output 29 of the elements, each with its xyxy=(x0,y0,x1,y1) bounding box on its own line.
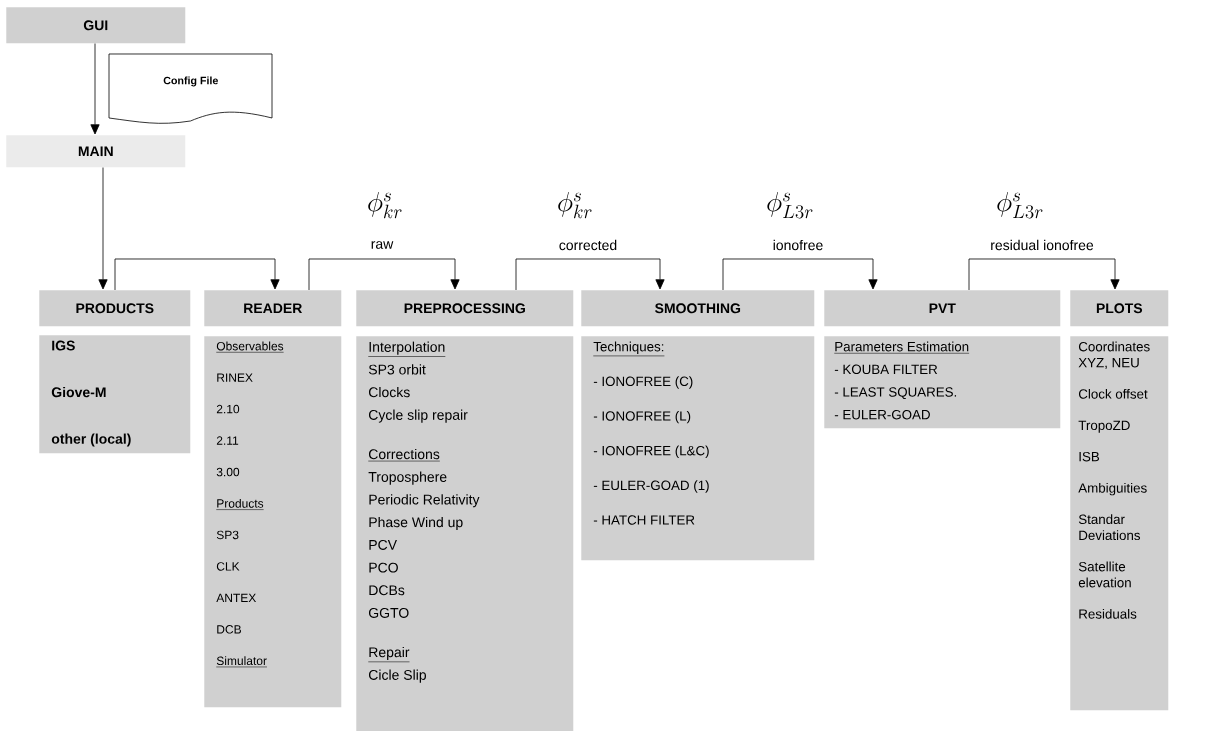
formula: $\phi_{kr}^{s}$ xyxy=(368,192,402,219)
list-panel: Parameters Estimation - KOUBA FILTER - LEAST SQUARES. - EULER-GOAD xyxy=(824,336,1061,429)
bracket-arrow xyxy=(968,258,1120,291)
header-box: SMOOTHING xyxy=(581,290,815,327)
header-box: PVT xyxy=(824,290,1061,327)
formula: $\phi_{kr}^{s}$ xyxy=(558,192,592,219)
bracket-arrow xyxy=(722,258,878,291)
header-box: PREPROCESSING xyxy=(356,290,574,327)
list-panel: Techniques: - IONOFREE (C) - IONOFREE (L) - IONOFREE (L&C) - EULER-GOAD (1) - HATCH FILTER xyxy=(581,336,815,561)
edge-label: corrected xyxy=(557,238,619,252)
edge-label: raw xyxy=(369,239,395,251)
header-box: GUI xyxy=(6,7,186,44)
edge-label: ionofree xyxy=(771,238,825,252)
formula: $\phi_{L3r}^{s}$ xyxy=(997,192,1043,219)
list-panel: Observables RINEX 2.10 2.11 3.00 Products SP3 CLK ANTEX DCB Simulator xyxy=(204,336,342,708)
list-panel: Coordinates XYZ, NEU Clock offset TropoZD ISB Ambiguities Standar Deviations Satellite elevation Residuals xyxy=(1070,336,1169,711)
arrow xyxy=(90,43,100,135)
header-box: PRODUCTS xyxy=(39,290,191,327)
bracket-arrow xyxy=(114,258,280,291)
bracket-arrow xyxy=(308,258,460,291)
bracket-arrow xyxy=(515,258,665,291)
list-panel: Interpolation SP3 orbit Clocks Cycle slip repair Corrections Troposphere Periodic Relativity Phase Wind up PCV PCO DCBs GGTO Repair Cicle Slip xyxy=(356,336,574,731)
list-panel: IGS Giove-M other (local) xyxy=(39,335,191,454)
header-box: READER xyxy=(204,290,342,327)
formula: $\phi_{L3r}^{s}$ xyxy=(767,192,813,219)
header-box: MAIN xyxy=(6,135,186,168)
header-box: PLOTS xyxy=(1070,290,1169,327)
arrow xyxy=(98,167,108,290)
edge-label: residual ionofree xyxy=(988,238,1096,252)
